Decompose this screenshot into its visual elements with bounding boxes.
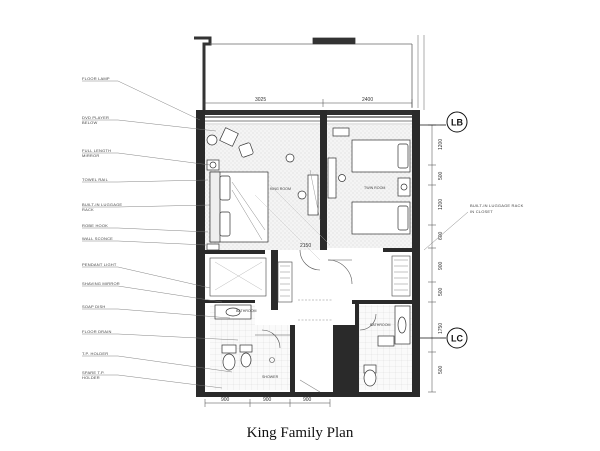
callout-label-12: T.P. HOLDER bbox=[82, 351, 108, 356]
dimension-top: 3025 2400 bbox=[203, 97, 413, 107]
dim-center: 2150 bbox=[300, 243, 311, 249]
king-desk bbox=[297, 169, 321, 221]
callout-leader-13 bbox=[82, 374, 223, 389]
dim-right-5: 900 bbox=[438, 261, 444, 270]
closets bbox=[209, 255, 411, 303]
king-lounge-chairs bbox=[206, 127, 295, 163]
callout-label-13: SPARE T.P.HOLDER bbox=[82, 370, 105, 380]
callout-leader-8 bbox=[82, 266, 211, 289]
dimension-right bbox=[420, 124, 440, 393]
callout-right-line2: IN CLOSET bbox=[470, 209, 493, 214]
twin-room-label: TWIN ROOM bbox=[364, 186, 385, 190]
dim-right-1: 1200 bbox=[438, 139, 444, 150]
callout-label-11: FLOOR DRAIN bbox=[82, 329, 112, 334]
shower-fixtures bbox=[255, 334, 321, 393]
dim-top-right: 2400 bbox=[362, 97, 373, 103]
callout-label-1: FLOOR LAMP bbox=[82, 76, 110, 81]
callout-leader-5 bbox=[82, 204, 211, 208]
dim-top-left: 3025 bbox=[255, 97, 266, 103]
callout-leader-6 bbox=[82, 227, 209, 233]
callout-label-9: SHAVING MIRROR bbox=[82, 281, 120, 286]
window-wall bbox=[198, 110, 420, 125]
bathroom-label-left: BATHROOM bbox=[236, 309, 257, 313]
king-room-diagonal bbox=[254, 184, 331, 261]
balcony bbox=[194, 35, 425, 110]
dim-right-4: 600 bbox=[438, 231, 444, 240]
callout-label-8: PENDANT LIGHT bbox=[82, 262, 117, 267]
dimension-bottom: 900 900 900 bbox=[204, 397, 331, 407]
dim-bottom-1: 900 bbox=[221, 397, 230, 403]
dim-right-2: 500 bbox=[438, 171, 444, 180]
callout-right: BUILT-IN LUGGAGE RACK IN CLOSET bbox=[423, 203, 524, 251]
callout-leader-3 bbox=[82, 152, 211, 166]
callout-leader-9 bbox=[82, 285, 223, 303]
twin-beds bbox=[332, 127, 411, 235]
callout-leader-7 bbox=[82, 240, 207, 246]
bathroom-fixtures-right bbox=[363, 305, 411, 387]
grid-marker-lc: LC bbox=[440, 327, 468, 349]
callout-label-6: ROBE HOOK bbox=[82, 223, 108, 228]
doors bbox=[261, 249, 377, 349]
dim-right-6: 500 bbox=[438, 287, 444, 296]
callout-leaders bbox=[82, 80, 239, 389]
callout-leader-11 bbox=[82, 333, 239, 341]
dim-right-3: 1200 bbox=[438, 199, 444, 210]
walls bbox=[196, 110, 420, 397]
callout-leader-4 bbox=[82, 179, 209, 183]
callout-label-4: TOWEL RAIL bbox=[82, 177, 109, 182]
dim-right-7: 1750 bbox=[438, 323, 444, 334]
king-room-label: KING ROOM bbox=[270, 187, 291, 191]
callout-label-10: SOAP DISH bbox=[82, 304, 106, 309]
king-bed bbox=[206, 159, 269, 251]
dim-bottom-2: 900 bbox=[263, 397, 272, 403]
svg-text:LC: LC bbox=[451, 334, 463, 344]
callout-leader-10 bbox=[82, 308, 231, 319]
callout-leader-1 bbox=[82, 80, 201, 121]
plan-title: King Family Plan bbox=[247, 425, 354, 441]
callout-right-line1: BUILT-IN LUGGAGE RACK bbox=[470, 203, 524, 208]
shower-label: SHOWER bbox=[262, 375, 279, 379]
callout-leader-12 bbox=[82, 355, 233, 373]
callout-label-7: WALL SCONCE bbox=[82, 236, 113, 241]
callout-leader-2 bbox=[82, 119, 217, 132]
svg-text:LB: LB bbox=[451, 118, 463, 128]
dim-bottom-3: 900 bbox=[303, 397, 312, 403]
dim-right-8: 500 bbox=[438, 365, 444, 374]
twin-desk bbox=[327, 157, 346, 199]
bathroom-label-right: BATHROOM bbox=[370, 323, 391, 327]
grid-marker-lb: LB bbox=[440, 111, 468, 133]
bathroom-fixtures-left bbox=[214, 304, 253, 371]
